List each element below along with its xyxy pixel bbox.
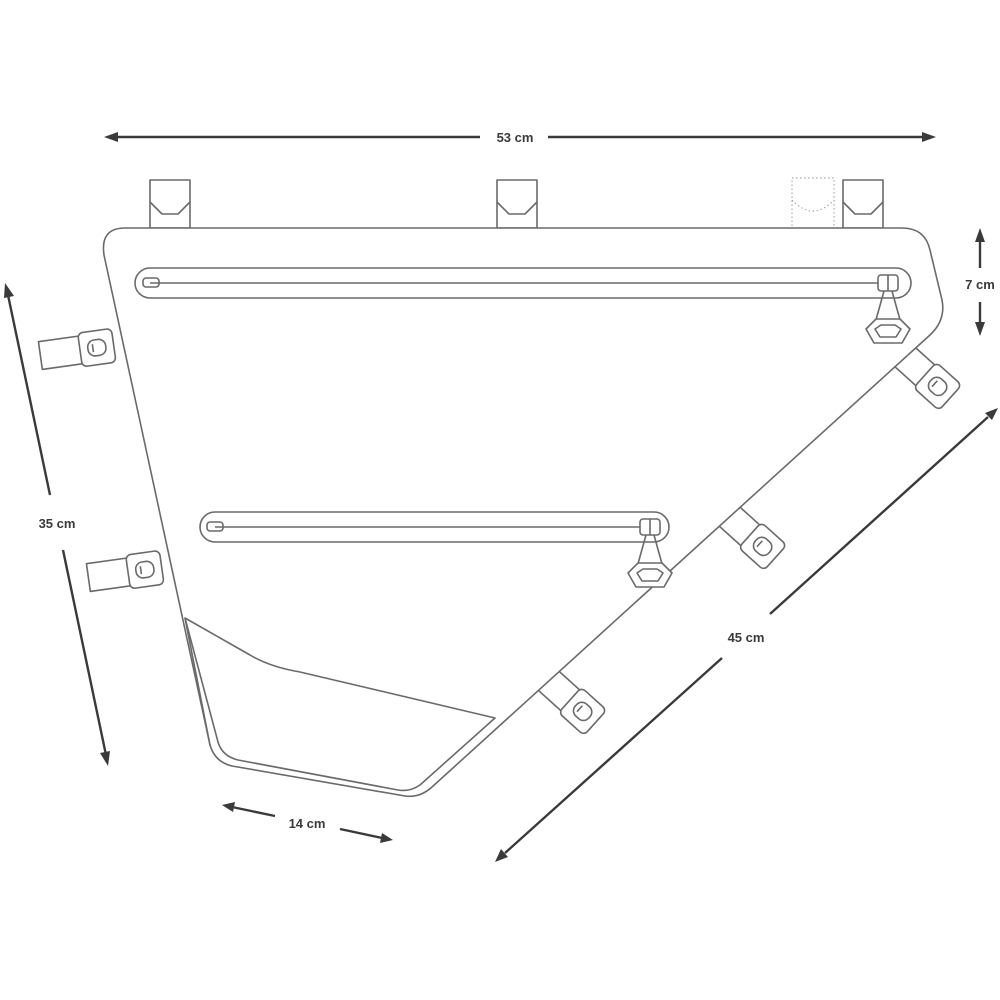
dimension-bottom-length: 14 cm [222,802,393,843]
top-tab-dashed [791,177,835,229]
left-strap-lower [85,549,165,596]
top-tab-middle [496,179,538,229]
label-side-length: 35 cm [39,516,76,531]
left-strap-upper [37,327,117,374]
top-tab-left [149,179,191,229]
label-bottom-length: 14 cm [289,816,326,831]
dimension-front-height: 7 cm [965,228,995,336]
bottom-pocket [184,617,496,792]
dimension-diagonal-length: 45 cm [495,408,998,862]
dimension-top-length: 53 cm [104,130,936,145]
label-front-height: 7 cm [965,277,995,292]
label-diagonal-length: 45 cm [728,630,765,645]
lower-zipper [199,511,673,588]
top-tab-right [842,179,884,229]
dimension-side-length: 35 cm [4,283,110,766]
label-top-length: 53 cm [497,130,534,145]
top-zipper [134,267,912,344]
